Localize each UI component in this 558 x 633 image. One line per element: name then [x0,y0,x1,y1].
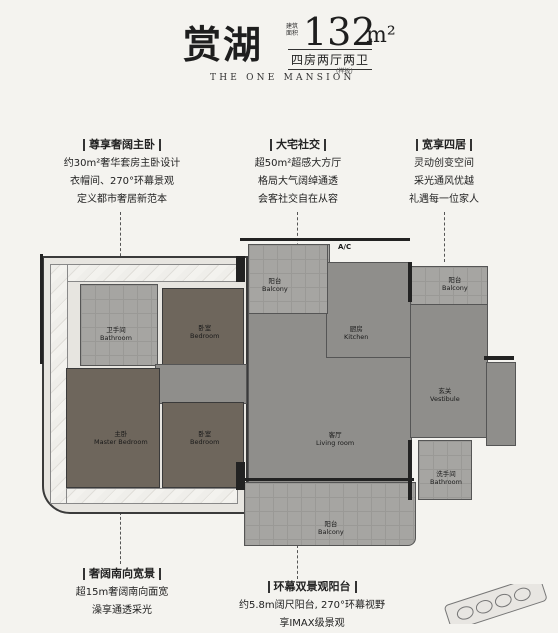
project-name: THE ONE MANSION [210,73,355,83]
feature-line: 灵动创变空间 [414,158,474,169]
feature-line: 澡享通透采光 [92,605,152,616]
wall [244,478,414,481]
wall [484,356,514,360]
feature-line: 约5.8m阔尺阳台, 270°环幕视野 [238,600,386,611]
feature-social: 大宅社交 超50m²超感大方厅 格局大气阔绰通透 会客社交自在从容 [238,137,358,209]
feature-heading: 尊享奢阔主卧 [83,139,161,151]
room-balcony-top-left-tile [248,244,328,314]
room-balcony-bottom [244,482,416,546]
area-unit: m² [366,23,396,48]
feature-line: 定义都市奢居新范本 [77,194,167,205]
wall [240,238,410,241]
leader-line [120,512,121,564]
feature-balcony: 环幕双景观阳台 约5.8m阔尺阳台, 270°环幕视野 享IMAX级景观 [232,579,392,633]
corridor [155,364,247,404]
layout-type: 四房两厅两卫 [288,49,373,70]
feature-master-bedroom: 尊享奢阔主卧 约30m²奢华套房主卧设计 衣帽间、270°环幕景观 定义都市奢居… [52,137,192,209]
feature-heading: 环幕双景观阳台 [267,581,357,593]
wall [40,254,43,364]
feature-four-rooms: 宽享四居 灵动创变空间 采光通风优越 礼遇每一位家人 [394,137,494,209]
feature-heading: 奢阔南向宽景 [83,568,161,580]
leader-line [444,212,445,262]
area-value: 132 [303,10,376,54]
feature-south: 奢阔南向宽景 超15m奢阔南向面宽 澡享通透采光 [52,566,192,620]
room-bath-left [80,284,158,366]
feature-line: 享IMAX级景观 [279,618,345,629]
layout-sub: (样板) [336,68,353,75]
feature-line: 超15m奢阔南向面宽 [75,587,169,598]
room-balcony-top-right [410,266,488,306]
marble-ledge [50,264,238,282]
leader-line [120,212,121,282]
feature-heading: 宽享四居 [416,139,472,151]
wall [236,462,245,490]
entry-nook [486,362,516,446]
area-note: 建筑面积 [286,23,299,37]
feature-line: 格局大气阔绰通透 [258,176,338,187]
room-master [66,368,160,488]
room-kitchen [326,262,412,358]
feature-line: 会客社交自在从容 [258,194,338,205]
leader-line [297,545,298,579]
feature-line: 衣帽间、270°环幕景观 [69,176,175,187]
wall [408,262,412,302]
wall [236,256,245,282]
feature-heading: 大宅社交 [270,139,326,151]
room-bedroom-top [162,288,244,368]
feature-line: 约30m²奢华套房主卧设计 [63,158,181,169]
feature-line: 超50m²超感大方厅 [254,158,342,169]
pill-blister-decoration [444,584,547,624]
room-bedroom-mid [162,402,244,488]
marble-ledge [66,488,238,504]
room-bath-right [418,440,472,500]
feature-line: 采光通风优越 [414,176,474,187]
feature-line: 礼遇每一位家人 [409,194,479,205]
room-vestibule [410,304,488,438]
ac-label: A/C [338,243,352,251]
page-title: 赏湖 [183,22,264,67]
wall [408,440,412,500]
leader-line [297,212,298,262]
